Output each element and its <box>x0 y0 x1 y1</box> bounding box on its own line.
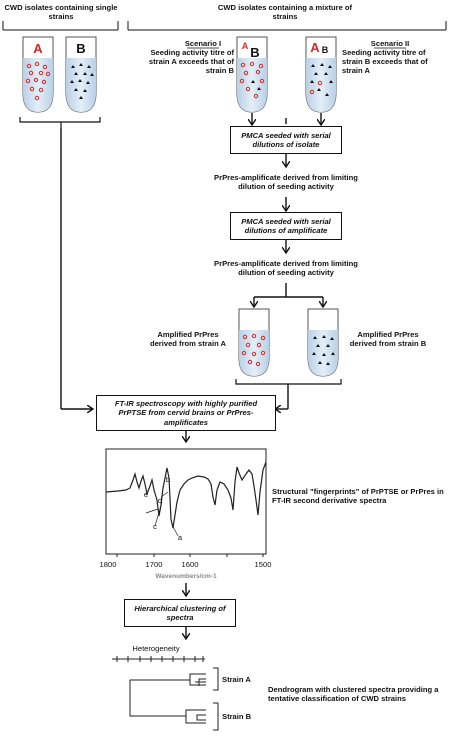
peak-label-b: b <box>165 475 171 484</box>
dendrogram-caption: Dendrogram with clustered spectra provid… <box>268 685 439 704</box>
peak-label-a: a <box>177 533 183 542</box>
tube-mix1-label-b: B <box>250 45 260 60</box>
dendrogram <box>112 656 219 731</box>
peak-label-c: c <box>153 522 157 531</box>
ftir-spectrum <box>105 448 267 557</box>
prpres-step-1: PrPres-amplificate derived from limiting… <box>214 173 358 192</box>
x-tick-1500: 1500 <box>254 560 272 569</box>
tube-strain-b <box>65 36 97 113</box>
pmca-isolate-box: PMCA seeded with serial dilutions of iso… <box>230 126 342 154</box>
peak-label-d: d <box>157 496 163 505</box>
cluster-label-strain-b: Strain B <box>222 712 252 721</box>
dendrogram-axis-label: Heterogeneity <box>132 644 180 653</box>
x-tick-1700: 1700 <box>145 560 163 569</box>
tube-mix1-label-a: A <box>241 41 249 51</box>
pmca-amplificate-box: PMCA seeded with serial dilutions of amp… <box>230 212 342 240</box>
header-mixture-strains: CWD isolates containing a mixture of str… <box>217 3 353 22</box>
header-single-strains: CWD isolates containing single strains <box>4 3 118 22</box>
tube-mixture-scenario-1 <box>236 36 268 113</box>
scenario-2-title: Scenario II <box>370 39 410 48</box>
amplified-strain-a-label: Amplified PrPres derived from strain A <box>149 330 227 349</box>
prpres-step-2: PrPres-amplificate derived from limiting… <box>214 259 358 278</box>
spectra-caption: Structural "fingerprints" of PrPTSE or P… <box>272 487 444 506</box>
tube-strain-a <box>22 36 54 113</box>
scenario-2-text: Seeding activity titre of strain B excee… <box>342 48 428 76</box>
scenario-1-text: Seeding activity titre of strain A excee… <box>148 48 234 76</box>
tube-mix2-label-b: B <box>321 45 329 55</box>
x-tick-1600: 1600 <box>181 560 199 569</box>
scenario-1-title: Scenario I <box>184 39 222 48</box>
peak-label-e: e <box>143 490 149 499</box>
x-tick-1800: 1800 <box>99 560 117 569</box>
clustering-box: Hierarchical clustering of spectra <box>124 599 236 627</box>
tube-label-a: A <box>33 41 43 56</box>
x-axis-label: Wavenumbers/cm-1 <box>155 573 217 580</box>
tube-mixture-scenario-2 <box>305 36 337 113</box>
tube-label-b: B <box>76 41 86 56</box>
amplified-strain-b-label: Amplified PrPres derived from strain B <box>349 330 427 349</box>
tube-amplified-strain-b <box>307 308 339 377</box>
tube-amplified-strain-a <box>238 308 270 377</box>
ftir-box: FT-IR spectroscopy with highly purified … <box>96 395 276 431</box>
cluster-label-strain-a: Strain A <box>222 675 251 684</box>
tube-mix2-label-a: A <box>310 40 320 55</box>
